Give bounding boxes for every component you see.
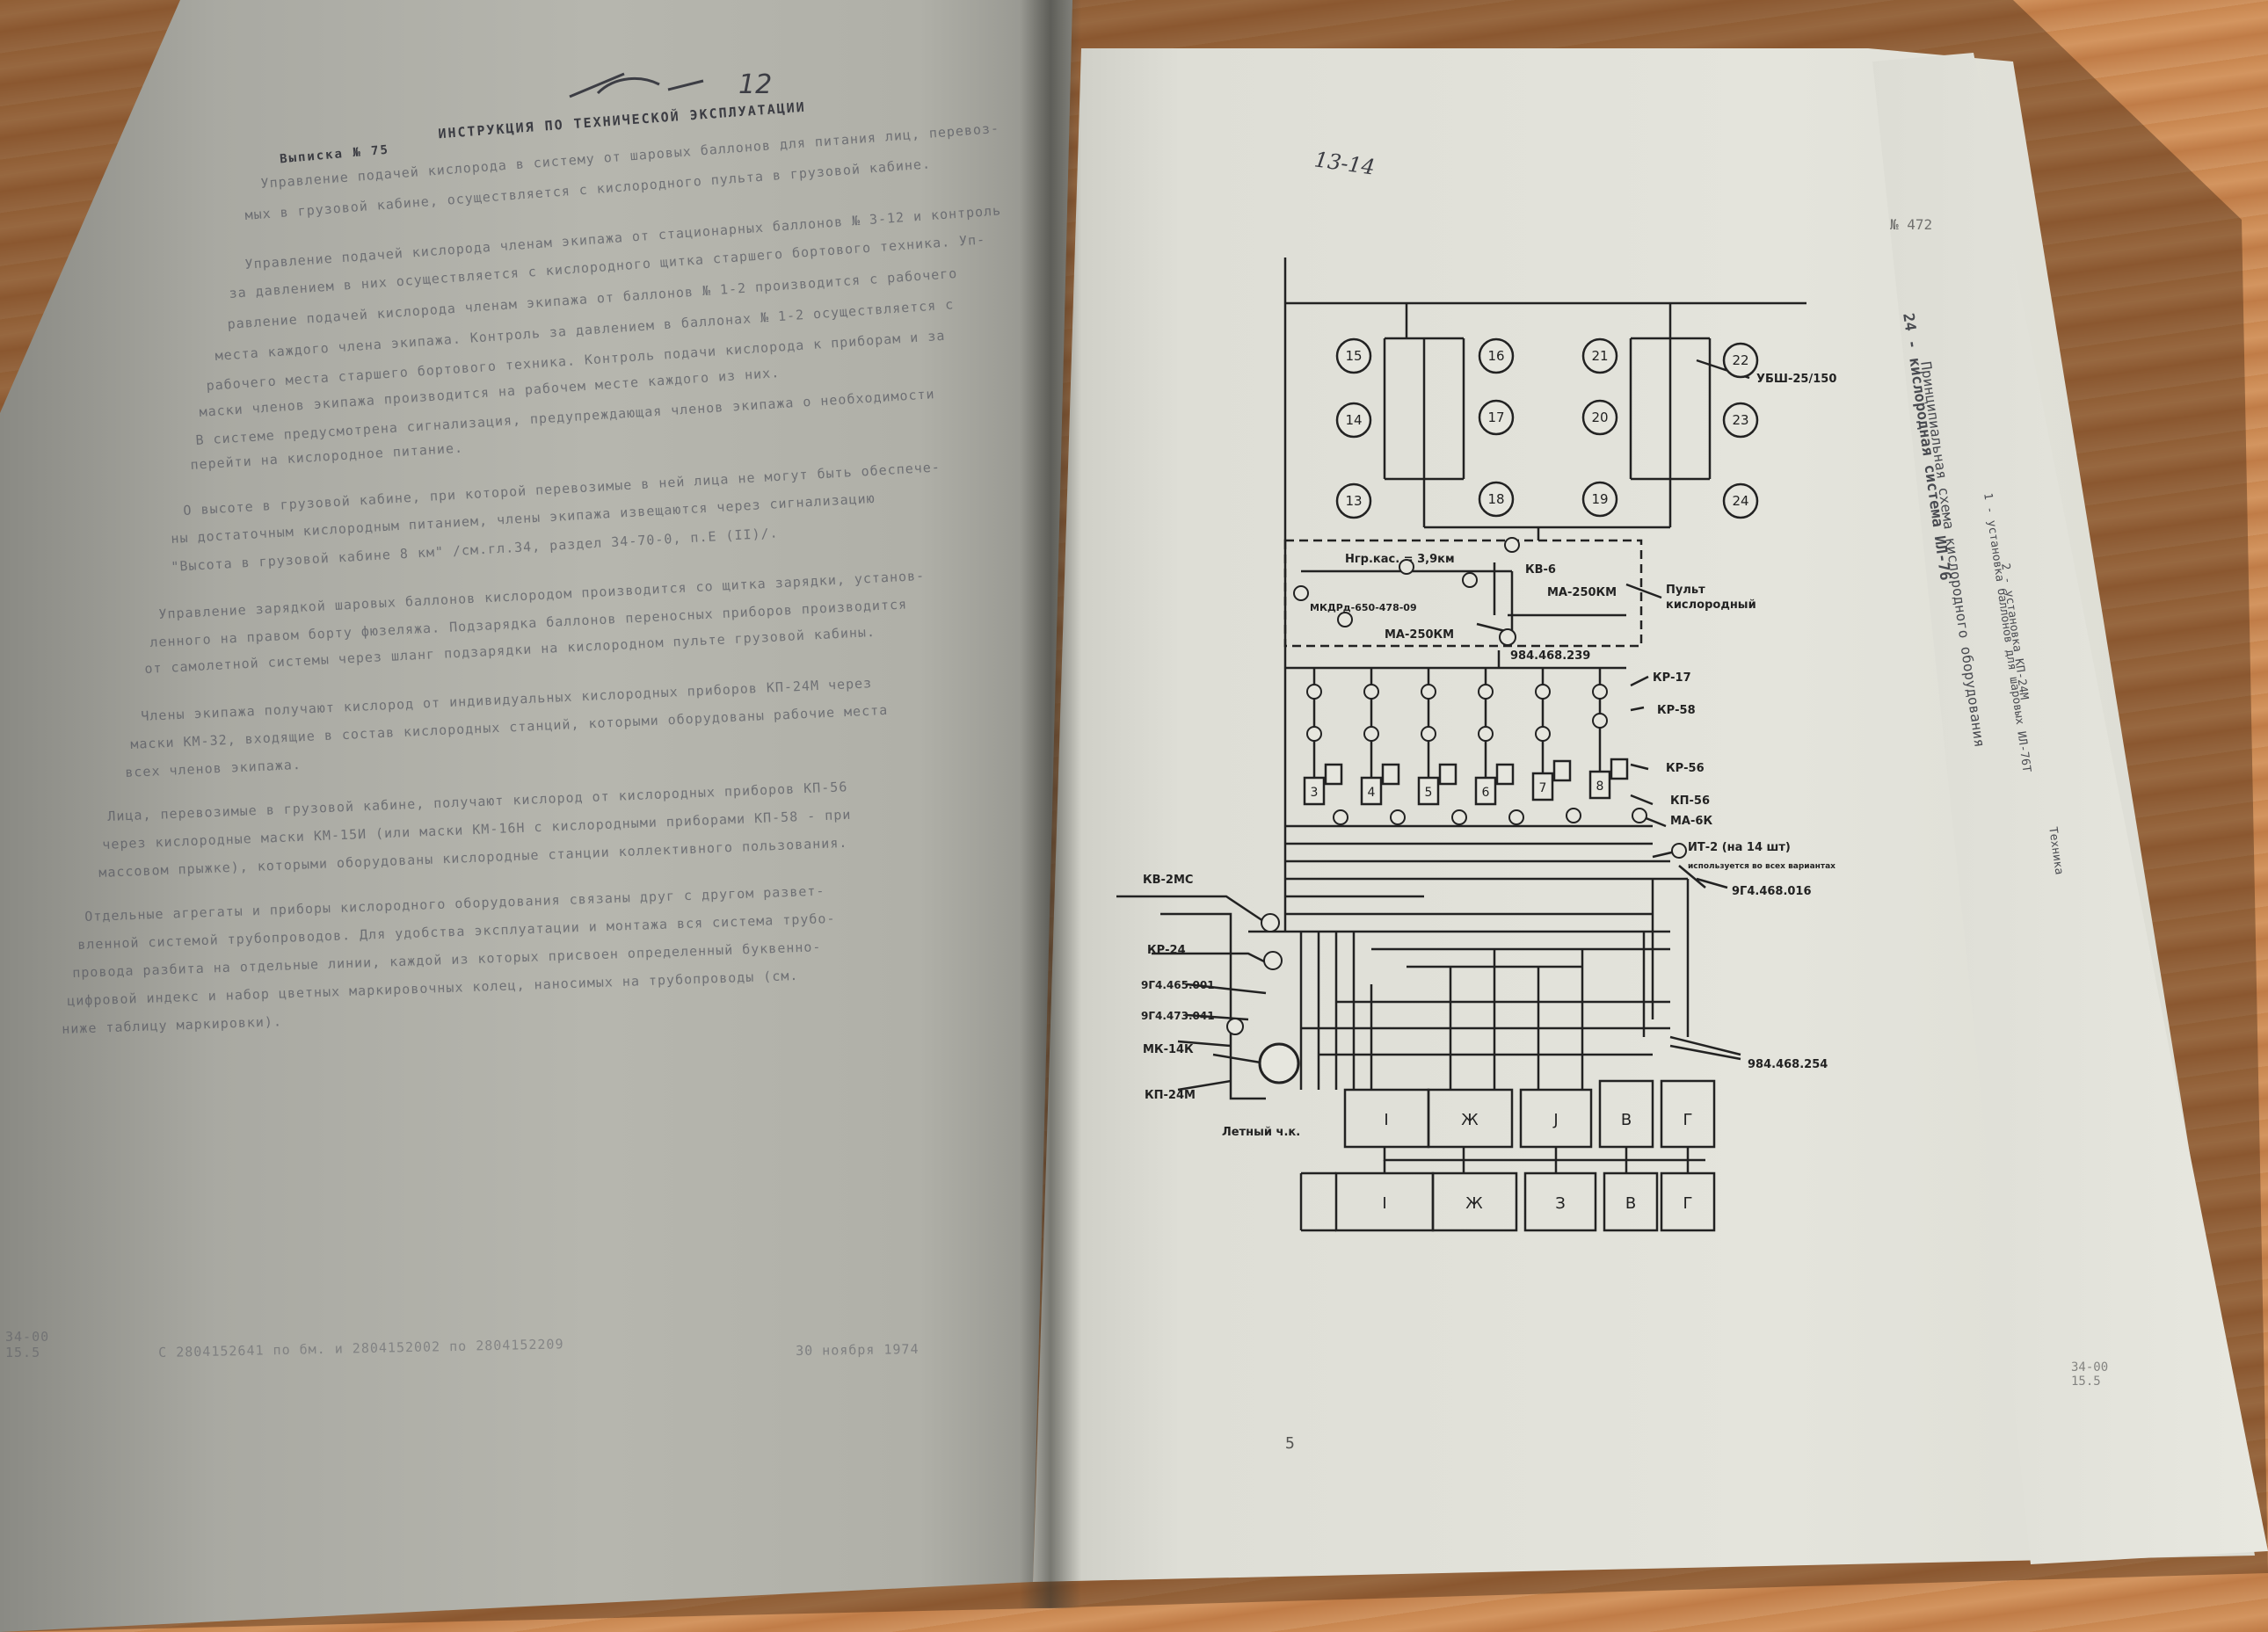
schematic-labels: УБШ-25/150 Нгр.кас. = 3,9км КВ-6 МА-250К…	[1141, 373, 1836, 1139]
label-kr56: КР-56	[1666, 762, 1705, 775]
signature-number: 12	[738, 69, 772, 100]
label-panel: Пульт	[1666, 584, 1705, 597]
handwritten-signature: 12	[569, 69, 772, 100]
sheet-number: № 472	[1890, 216, 1933, 233]
cylinder-label: 16	[1487, 348, 1504, 364]
label-kp56: КП-56	[1670, 794, 1710, 808]
label-cylinder-type: УБШ-25/150	[1756, 373, 1836, 386]
box-label: Г	[1683, 1111, 1693, 1129]
cylinder-circles	[1335, 337, 1759, 519]
distribution-boxes: I Ж J В Г I Ж З В Г	[1382, 1111, 1692, 1213]
label-mkd: МКДРд-650-478-09	[1310, 602, 1417, 613]
box-label: Г	[1683, 1194, 1693, 1213]
cylinder-label: 21	[1591, 348, 1608, 364]
station-label: 5	[1425, 786, 1433, 800]
box-label: Ж	[1465, 1194, 1483, 1213]
station-boxes	[1303, 758, 1629, 806]
label-kr17: КР-17	[1653, 671, 1691, 685]
label-crew: Летный ч.к.	[1222, 1126, 1300, 1139]
label-it2: ИТ-2 (на 14 шт)	[1688, 841, 1791, 854]
left-page	[0, 0, 1072, 1632]
cylinder-label: 20	[1591, 410, 1608, 425]
label-valve: 984.468.239	[1510, 649, 1590, 663]
cylinder-label: 13	[1345, 493, 1362, 509]
cylinder-numbers: 15 16 14 17 13 18 21 22 20 23 19 24	[1345, 348, 1748, 509]
footer-margin-code: 34-00 15.5	[5, 1329, 50, 1360]
label-kp24m: КП-24М	[1145, 1089, 1196, 1102]
label-valve: 9Г4.473.041	[1141, 1010, 1215, 1022]
valve-symbols	[1226, 537, 1687, 1084]
page-number: 5	[1285, 1434, 1295, 1453]
cylinder-label: 22	[1732, 352, 1748, 368]
box-label: З	[1555, 1194, 1566, 1213]
cylinder-label: 18	[1487, 491, 1504, 507]
label-mk14k: МК-14К	[1143, 1043, 1194, 1056]
station-label: 6	[1482, 786, 1490, 800]
label-ma6k: МА-6К	[1670, 815, 1712, 828]
station-label: 4	[1368, 786, 1376, 800]
station-label: 3	[1311, 786, 1319, 800]
label-kr58: КР-58	[1657, 704, 1696, 717]
label-kv2mc: КВ-2МС	[1143, 874, 1193, 887]
cylinder-label: 24	[1732, 493, 1748, 509]
label-panel: кислородный	[1666, 598, 1756, 612]
book-gutter	[1020, 0, 1081, 1608]
label-ma250: МА-250КМ	[1385, 628, 1454, 642]
label-valve: 9Г4.465.001	[1141, 979, 1215, 991]
right-margin-code: 34-00 15.5	[2071, 1360, 2109, 1389]
box-label: I	[1382, 1194, 1386, 1213]
box-label: В	[1625, 1194, 1636, 1213]
cylinder-label: 19	[1591, 491, 1608, 507]
station-label: 8	[1596, 780, 1604, 794]
box-label: J	[1552, 1111, 1558, 1129]
label-ma250: МА-250КМ	[1547, 586, 1617, 599]
station-numbers: 3 4 5 6 7 8	[1311, 780, 1604, 800]
label-altitude: Нгр.кас. = 3,9км	[1345, 553, 1455, 566]
left-page-text: Выписка № 75 ИНСТРУКЦИЯ ПО ТЕХНИЧЕСКОЙ Э…	[0, 0, 1081, 1632]
label-valve: 984.468.254	[1748, 1058, 1828, 1071]
cylinder-label: 14	[1345, 412, 1362, 428]
label-valve: 9Г4.468.016	[1732, 885, 1812, 898]
label-note: используется во всех вариантах	[1688, 862, 1835, 871]
label-kv6: КВ-6	[1525, 563, 1556, 577]
box-label: Ж	[1461, 1111, 1479, 1129]
schematic-lines	[1116, 257, 1806, 1232]
station-label: 7	[1539, 781, 1547, 795]
cylinder-label: 15	[1345, 348, 1362, 364]
box-label: I	[1384, 1111, 1388, 1129]
cylinder-label: 17	[1487, 410, 1504, 425]
cylinder-label: 23	[1732, 412, 1748, 428]
label-kr24: КР-24	[1147, 944, 1186, 957]
box-label: В	[1621, 1111, 1632, 1129]
